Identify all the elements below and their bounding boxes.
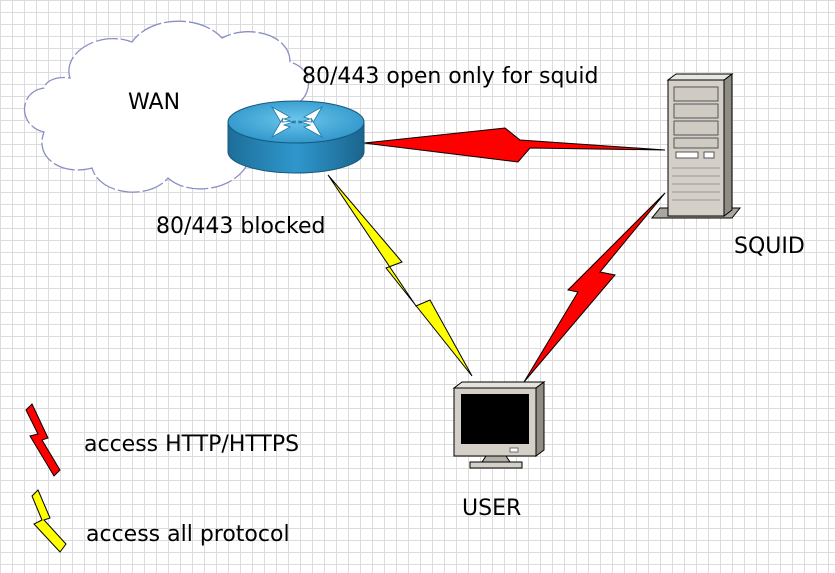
link-router-user-bolt	[327, 174, 473, 377]
squid-label: SQUID	[734, 234, 805, 259]
router-blocked-annotation: 80/443 blocked	[156, 214, 326, 239]
link-squid-user-bolt	[523, 192, 666, 383]
server-icon	[650, 73, 742, 219]
legend-yellow-bolt-icon	[31, 489, 67, 553]
router-icon	[227, 100, 365, 174]
legend-red-bolt-icon	[25, 403, 61, 477]
user-label: USER	[462, 496, 522, 521]
legend-all-protocol-label: access all protocol	[86, 522, 290, 547]
link-router-squid-bolt	[363, 127, 666, 163]
legend-http-label: access HTTP/HTTPS	[84, 432, 300, 457]
router-open-annotation: 80/443 open only for squid	[302, 64, 599, 89]
wan-label: WAN	[128, 90, 181, 115]
monitor-icon	[452, 381, 546, 469]
